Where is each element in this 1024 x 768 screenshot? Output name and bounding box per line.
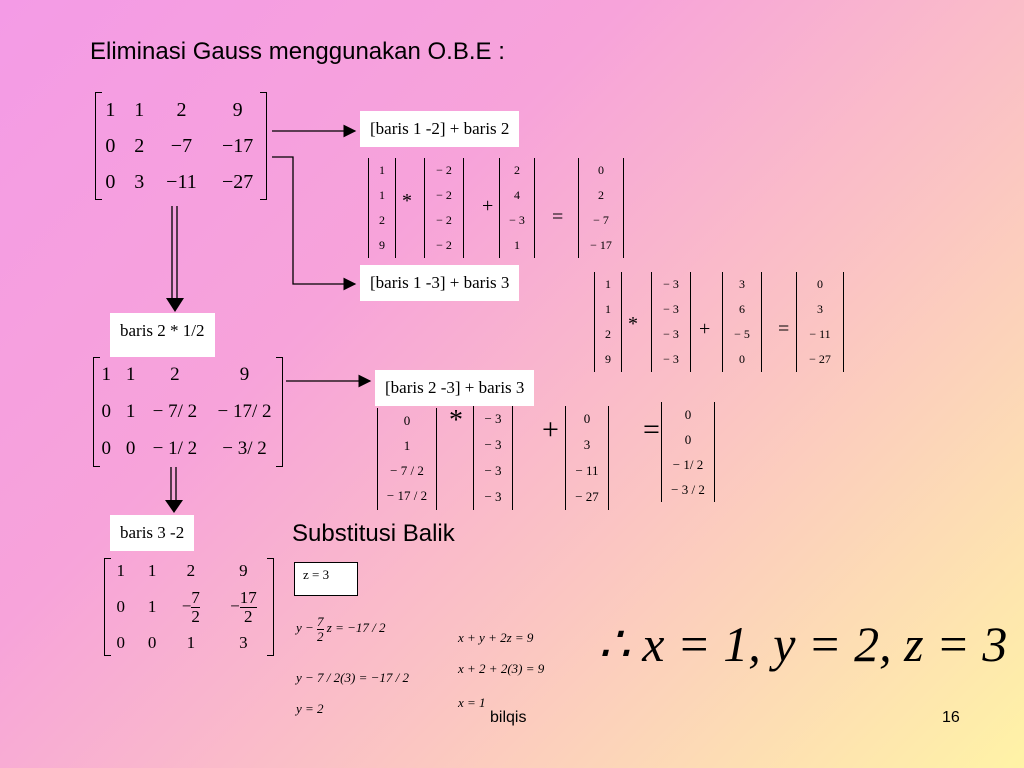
conclusion: ∴ x = 1, y = 2, z = 3 [598,616,1008,672]
eq-right-2: x + 2 + 2(3) = 9 [458,661,545,676]
z-value-box: z = 3 [294,562,358,596]
slide-title: Eliminasi Gauss menggunakan O.B.E : [90,38,505,65]
op3-equals: = [643,413,660,446]
op3-plus: + [542,413,559,446]
op1-equals: = [552,206,564,228]
op1-vector-2: − 2− 2− 2− 2 [424,158,464,258]
op2-label: [baris 1 -3] + baris 3 [360,265,520,301]
eq-right-3: x = 1 [458,695,486,710]
op3-vector-2: − 3− 3− 3− 3 [473,406,513,510]
op2-plus: + [699,318,711,340]
substitution-title: Substitusi Balik [292,520,455,547]
op1-plus: + [482,195,494,217]
op2-times: * [628,313,638,335]
footer-author: bilqis [490,709,527,726]
op1-label: [baris 1 -2] + baris 2 [360,111,520,147]
arrow-to-op2 [272,156,357,291]
op3-label: [baris 2 -3] + baris 3 [375,370,535,406]
footer-page-number: 16 [942,709,960,726]
op2-equals: = [778,318,790,340]
step3-label: baris 3 -2 [110,515,195,551]
op3-times: * [449,405,463,436]
op2-vector-2: − 3− 3− 3− 3 [651,272,691,372]
eq-left-2: y − 7 / 2(3) = −17 / 2 [296,670,409,685]
eq-right-1: x + y + 2z = 9 [458,630,534,645]
eq-left-3: y = 2 [296,701,324,716]
step2-label: baris 2 * 1/2 [110,313,215,357]
op1-times: * [402,190,412,212]
